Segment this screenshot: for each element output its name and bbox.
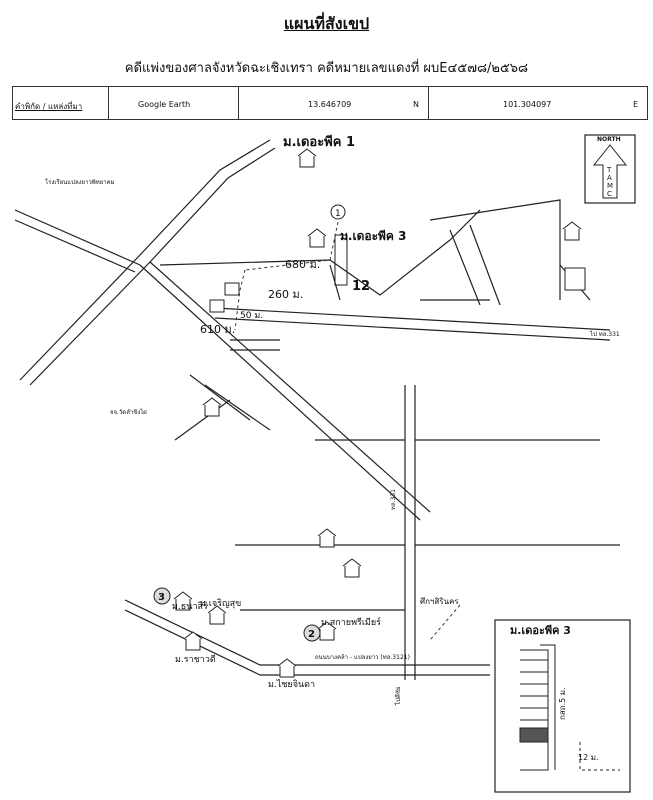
inset-title: ม.เดอะพีค 3 <box>510 624 571 637</box>
label-dist-50: 50 ม. <box>240 311 263 321</box>
marker-2: 2 <box>308 629 315 640</box>
inset-dist-12: 12 ม. <box>578 753 599 762</box>
case-subtitle: คดีแพ่งของศาลจังหวัดฉะเชิงเทรา คดีหมายเล… <box>124 61 529 76</box>
north-letter-a: A <box>607 174 612 182</box>
label-road-right: ไป ทล.331 <box>589 330 620 338</box>
coord-lat: 13.646709 <box>308 100 352 109</box>
label-charoensuk: ม.เจริญสุข <box>200 598 241 609</box>
map-title: แผนที่สังเขป <box>283 14 370 33</box>
marker-3: 3 <box>158 592 165 603</box>
coord-lat-unit: N <box>413 100 419 109</box>
label-temple-left: จจ.วัดลำขิงไผ่ <box>110 408 147 416</box>
label-the-peak-1: ม.เดอะพีค 1 <box>283 134 355 150</box>
label-road-vertical: ทล.331 <box>390 489 397 510</box>
north-label: NORTH <box>597 136 621 143</box>
label-chaijinda: ม.ไชยจินดา <box>268 679 315 690</box>
coordinate-bar: คำพิกัด / แหล่งที่มา Google Earth 13.646… <box>12 86 648 120</box>
label-the-peak-3: ม.เดอะพีค 3 <box>340 229 406 243</box>
label-thanasiri: ม.ธนาสิริ <box>172 601 208 612</box>
subject-plot-strip <box>334 234 348 286</box>
coord-lon: 101.304097 <box>503 100 552 109</box>
inset-road-label: กสถ.5 ม. <box>558 687 567 720</box>
label-dist-12: 12 <box>352 279 370 294</box>
coord-lon-unit: E <box>633 100 639 109</box>
north-letter-m: M <box>607 182 613 190</box>
label-srinakorn: ศึกฯสิรินคร <box>420 597 459 606</box>
coord-label: คำพิกัด / แหล่งที่มา <box>15 102 83 111</box>
label-dist-260: 260 ม. <box>268 288 303 301</box>
north-letter-t: T <box>606 166 612 174</box>
north-letter-c: C <box>607 190 612 198</box>
building-icons <box>173 148 586 678</box>
label-dist-610: 610 ม. <box>200 323 235 336</box>
label-dist-680: 680 ม. <box>285 258 320 271</box>
marker-1: 1 <box>335 209 341 219</box>
label-road-bottom: ถนนบางคล้า - แปลงยาว (ทล.3121) <box>315 654 410 661</box>
label-ratchawadi: ม.ราชาวดี <box>175 654 216 665</box>
label-school-left: โรงเรียนแปลงยาวพิทยาคม <box>45 178 115 186</box>
coord-source: Google Earth <box>138 100 191 109</box>
marker-circles <box>153 204 346 642</box>
inset-map <box>494 619 631 793</box>
north-arrow <box>584 134 636 204</box>
label-sakaepriemier: ม.สกายพรีเมียร์ <box>321 616 381 628</box>
road-network <box>14 139 620 680</box>
label-road-vertical-bottom: ไปคีชัย <box>394 687 402 706</box>
